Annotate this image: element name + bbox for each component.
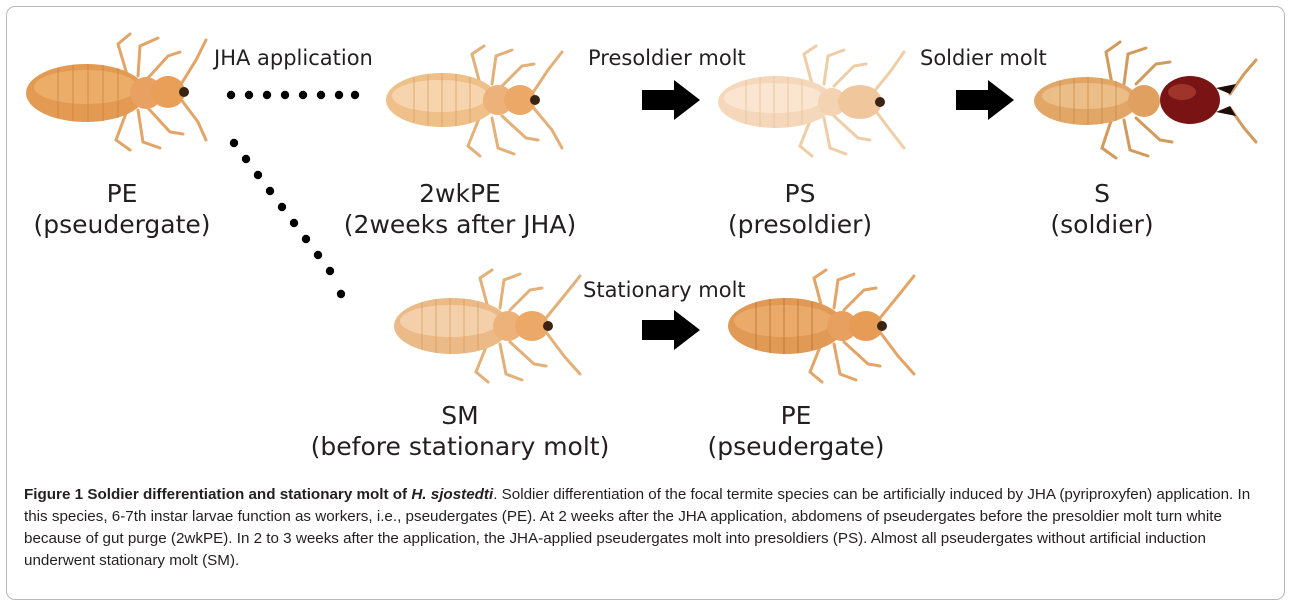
stage-name: (pseudergate) xyxy=(696,431,896,462)
termite-pe2-photo xyxy=(722,266,922,386)
stage-name: (before stationary molt) xyxy=(300,431,620,462)
figure-caption: Figure 1 Soldier differentiation and sta… xyxy=(24,484,1272,572)
stage-label-sm: SM (before stationary molt) xyxy=(300,400,620,462)
soldier-molt-label: Soldier molt xyxy=(920,46,1047,70)
stage-code: PE xyxy=(22,178,222,209)
species-name: H. sjostedti xyxy=(411,486,493,503)
presoldier-arrow-icon xyxy=(642,80,700,120)
termite-sm-photo xyxy=(388,266,588,386)
presoldier-molt-label: Presoldier molt xyxy=(588,46,746,70)
stationary-arrow-icon xyxy=(642,310,700,350)
termite-2wkpe-photo xyxy=(380,44,570,159)
termite-s-photo xyxy=(1030,38,1260,163)
stage-label-2wkpe: 2wkPE (2weeks after JHA) xyxy=(330,178,590,240)
stage-label-ps: PS (presoldier) xyxy=(700,178,900,240)
jha-application-label: JHA application xyxy=(214,46,373,70)
stationary-molt-label: Stationary molt xyxy=(583,278,746,302)
stage-label-pe: PE (pseudergate) xyxy=(22,178,222,240)
dotted-line-horizontal xyxy=(224,88,364,102)
stage-code: PS xyxy=(700,178,900,209)
stage-code: SM xyxy=(300,400,620,431)
stage-code: 2wkPE xyxy=(330,178,590,209)
figure-title: Soldier differentiation and stationary m… xyxy=(87,486,411,503)
stage-name: (presoldier) xyxy=(700,209,900,240)
figure-label: Figure 1 xyxy=(24,486,83,503)
stage-name: (2weeks after JHA) xyxy=(330,209,590,240)
stage-code: PE xyxy=(696,400,896,431)
stage-name: (pseudergate) xyxy=(22,209,222,240)
stage-label-pe2: PE (pseudergate) xyxy=(696,400,896,462)
stage-code: S xyxy=(1002,178,1202,209)
stage-label-s: S (soldier) xyxy=(1002,178,1202,240)
stage-name: (soldier) xyxy=(1002,209,1202,240)
soldier-arrow-icon xyxy=(956,80,1014,120)
termite-pe-photo xyxy=(18,30,208,155)
